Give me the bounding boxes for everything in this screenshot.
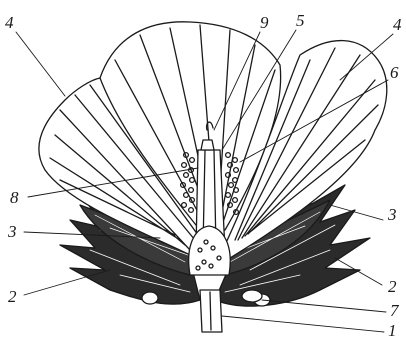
label-nectary: 7 [390,302,399,319]
label-sepal-right: 3 [388,206,397,223]
label-bract-left: 2 [8,288,17,305]
label-stigma: 9 [260,14,269,31]
label-anthers: 6 [390,64,399,81]
label-bract-right: 2 [388,278,397,295]
label-style: 5 [296,12,305,29]
label-petal-right: 4 [393,16,402,33]
label-petal-left: 4 [5,14,14,31]
label-sepal-left: 3 [8,223,17,240]
nectary [242,290,262,302]
label-peduncle: 1 [388,322,397,339]
label-ovule: 8 [10,189,19,206]
peduncle [200,290,222,332]
